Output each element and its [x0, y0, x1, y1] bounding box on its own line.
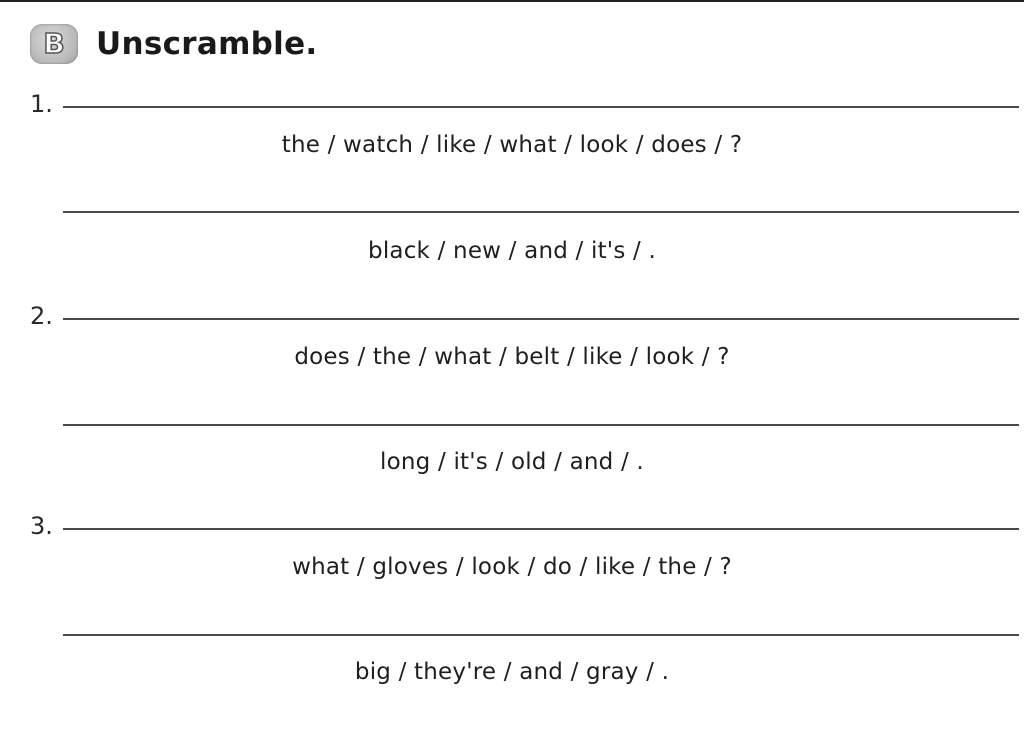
section-header: B Unscramble. [30, 24, 318, 64]
answer-line-1b[interactable] [63, 211, 1019, 213]
top-border [0, 0, 1024, 2]
scrambled-prompt-1a: the / watch / like / what / look / does … [281, 132, 743, 158]
item-number-3: 3. [30, 512, 53, 540]
scrambled-prompt-2a: does / the / what / belt / like / look /… [294, 344, 730, 370]
answer-line-3a[interactable] [63, 528, 1019, 530]
section-badge: B [30, 24, 78, 64]
scrambled-prompt-3a: what / gloves / look / do / like / the /… [292, 554, 732, 580]
section-badge-letter: B [43, 27, 66, 60]
scrambled-prompt-3b: big / they're / and / gray / . [354, 659, 670, 685]
item-number-2: 2. [30, 302, 53, 330]
section-title: Unscramble. [96, 26, 318, 62]
scrambled-prompt-1b: black / new / and / it's / . [368, 238, 656, 264]
answer-line-3b[interactable] [63, 634, 1019, 636]
answer-line-2b[interactable] [63, 424, 1019, 426]
scrambled-prompt-2b: long / it's / old / and / . [380, 449, 644, 475]
answer-line-1a[interactable] [63, 106, 1019, 108]
item-number-1: 1. [30, 90, 53, 118]
answer-line-2a[interactable] [63, 318, 1019, 320]
